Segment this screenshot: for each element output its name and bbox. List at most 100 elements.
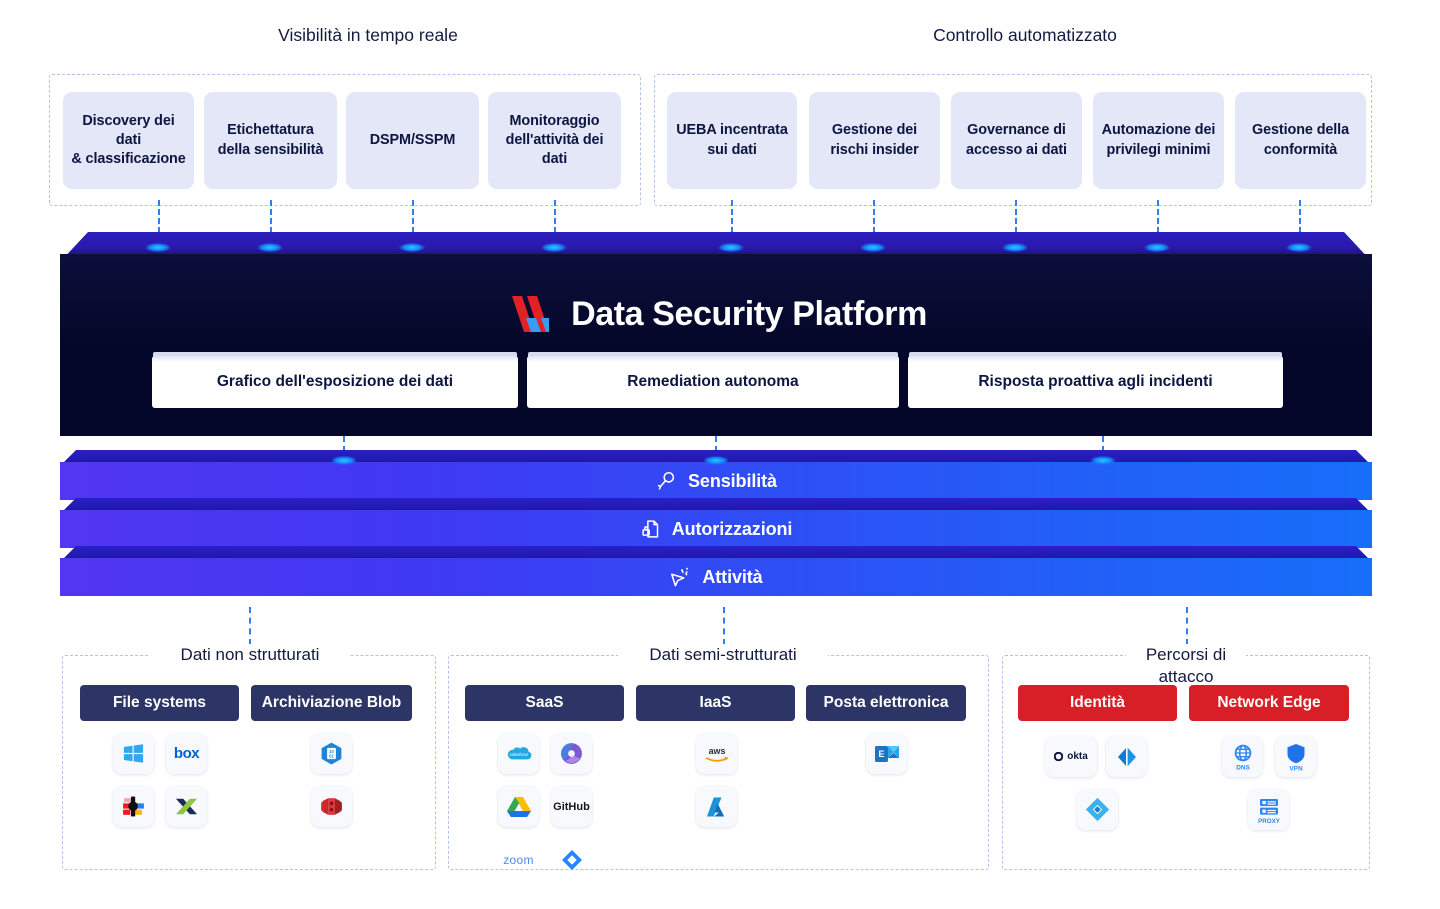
jira-icon-tile[interactable] xyxy=(551,839,592,880)
vpn-icon: VPN xyxy=(1287,743,1304,772)
capability-group-visibility-box xyxy=(49,74,641,206)
connector-line xyxy=(873,200,875,242)
platform-pill-proactive-incident-response[interactable]: Risposta proattiva agli incidenti xyxy=(908,356,1283,408)
github-icon-tile[interactable]: GitHub xyxy=(551,786,592,827)
source-header-iaas[interactable]: IaaS xyxy=(636,685,795,721)
connector-line xyxy=(1299,200,1301,242)
cursor-sparkle-icon xyxy=(671,567,689,587)
nasuni-icon-tile[interactable] xyxy=(113,786,154,827)
layer-label: Attività xyxy=(702,566,763,587)
svg-text:aws: aws xyxy=(708,746,725,756)
layer-permissions[interactable]: Autorizzazioni xyxy=(60,498,1372,558)
source-header-network-edge[interactable]: Network Edge xyxy=(1189,685,1349,721)
aws-icon: aws xyxy=(705,746,728,762)
platform-pill-row: Grafico dell'esposizione dei dati Remedi… xyxy=(152,356,1283,408)
entra-id-icon xyxy=(1117,746,1136,767)
salesforce-icon-tile[interactable]: salesforce xyxy=(498,733,539,774)
entra-id-icon-tile[interactable] xyxy=(1106,736,1147,777)
okta-icon-tile[interactable]: okta xyxy=(1045,736,1097,777)
active-directory-icon-tile[interactable] xyxy=(1077,789,1118,830)
capability-card-dspm-sspm[interactable]: DSPM/SSPM xyxy=(346,92,479,189)
layer-label: Autorizzazioni xyxy=(671,518,793,539)
dns-icon-tile[interactable]: DNS xyxy=(1222,736,1263,777)
platform-brand-title: Data Security Platform xyxy=(571,294,927,333)
source-header-file-systems[interactable]: File systems xyxy=(80,685,239,721)
nutanix-x-icon xyxy=(175,798,198,815)
svg-text:DNS: DNS xyxy=(1236,764,1250,771)
connector-line xyxy=(1015,200,1017,242)
source-group-title-semistructured: Dati semi-strutturati xyxy=(618,644,828,667)
microsoft-exchange-icon: E xyxy=(874,745,899,762)
connector-line xyxy=(723,607,725,645)
github-icon: GitHub xyxy=(553,800,590,813)
connector-line xyxy=(715,436,717,462)
platform-pill-label: Remediation autonoma xyxy=(627,372,799,390)
microsoft-365-icon-tile[interactable] xyxy=(551,733,592,774)
platform-pill-autonomous-remediation[interactable]: Remediation autonoma xyxy=(527,356,899,408)
source-header-identity[interactable]: Identità xyxy=(1018,685,1177,721)
active-directory-icon xyxy=(1085,797,1110,822)
document-lock-icon xyxy=(642,520,658,538)
aws-s3-icon xyxy=(321,798,342,815)
svg-text:E: E xyxy=(878,749,884,759)
source-group-title-unstructured: Dati non strutturati xyxy=(150,644,350,667)
box-icon-tile[interactable]: box xyxy=(166,733,207,774)
dns-icon: DNS xyxy=(1234,744,1251,771)
connector-line xyxy=(554,200,556,242)
connector-line xyxy=(158,200,160,242)
windows-icon xyxy=(123,744,144,763)
zoom-icon-tile[interactable]: zoom xyxy=(498,839,539,880)
platform-body xyxy=(60,254,1372,436)
source-header-email[interactable]: Posta elettronica xyxy=(806,685,966,721)
svg-text:salesforce: salesforce xyxy=(509,752,528,757)
azure-icon-tile[interactable] xyxy=(696,786,737,827)
aws-icon-tile[interactable]: aws xyxy=(696,733,737,774)
microsoft-exchange-icon-tile[interactable]: E xyxy=(866,733,907,774)
microsoft-365-icon xyxy=(561,743,582,764)
source-header-saas[interactable]: SaaS xyxy=(465,685,624,721)
connector-line xyxy=(1157,200,1159,242)
layer-label: Sensibilità xyxy=(688,470,777,491)
connector-line xyxy=(731,200,733,242)
connector-line xyxy=(343,436,345,462)
nutanix-x-icon-tile[interactable] xyxy=(166,786,207,827)
layer-front-face: Autorizzazioni xyxy=(60,510,1372,548)
source-group-title-attack-paths: Percorsi di attacco xyxy=(1126,644,1246,689)
connector-line xyxy=(1102,436,1104,462)
connector-line xyxy=(412,200,414,242)
capability-card-discovery[interactable]: Discovery dei dati& classificazione xyxy=(63,92,194,189)
platform-title-row: Data Security Platform xyxy=(60,292,1372,336)
connector-line xyxy=(249,607,251,645)
platform-pill-data-exposure-graph[interactable]: Grafico dell'esposizione dei dati xyxy=(152,356,518,408)
proxy-icon-tile[interactable]: PROXY xyxy=(1248,789,1289,830)
platform-pill-label: Risposta proattiva agli incidenti xyxy=(978,372,1213,390)
google-drive-icon-tile[interactable] xyxy=(498,786,539,827)
group-title-control: Controllo automatizzato xyxy=(933,25,1117,45)
layer-front-face: Attività xyxy=(60,558,1372,596)
connector-line xyxy=(1186,607,1188,645)
aws-s3-icon-tile[interactable] xyxy=(311,786,352,827)
svg-text:PROXY: PROXY xyxy=(1258,818,1281,825)
platform-pill-label: Grafico dell'esposizione dei dati xyxy=(216,372,454,390)
windows-icon-tile[interactable] xyxy=(113,733,154,774)
vpn-icon-tile[interactable]: VPN xyxy=(1275,736,1316,777)
svg-text:01: 01 xyxy=(329,754,334,759)
okta-label: okta xyxy=(1067,751,1088,762)
varonis-slashes-logo xyxy=(512,296,550,332)
source-header-blob-storage[interactable]: Archiviazione Blob xyxy=(251,685,412,721)
azure-blob-storage-icon-tile[interactable]: 10 01 xyxy=(311,733,352,774)
capability-card-label: DSPM/SSPM xyxy=(369,131,456,148)
layer-activity[interactable]: Attività xyxy=(60,546,1372,606)
